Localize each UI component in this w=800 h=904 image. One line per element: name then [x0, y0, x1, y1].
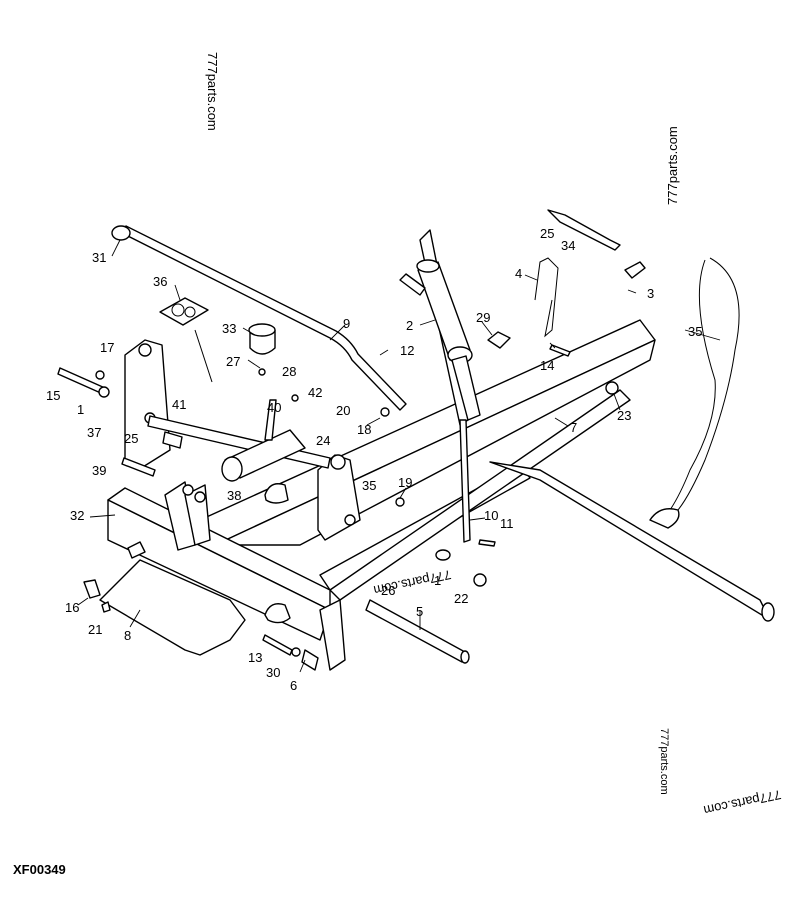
bushing-33	[248, 323, 276, 355]
callout-36: 38	[227, 488, 241, 503]
callout-24: 30	[266, 665, 280, 680]
watermark-center: 777parts.com	[372, 567, 452, 598]
callout-16: 17	[100, 340, 114, 355]
callout-33: 33	[222, 321, 236, 336]
callout-29: 29	[476, 310, 490, 325]
callout-2: 2	[406, 318, 413, 333]
callout-5: 5	[416, 604, 423, 619]
rear-rod	[365, 599, 470, 664]
callout-18: 19	[398, 475, 412, 490]
callout-12: 13	[248, 650, 262, 665]
watermark-top-right: 777parts.com	[665, 126, 680, 205]
callout-30: 31	[92, 250, 106, 265]
callout-10: 11	[500, 516, 514, 531]
callout-13: 14	[540, 358, 554, 373]
callout-labels: 31 36 33 9 12 2 29 4 25 34 3 35 14 23 7 …	[46, 226, 702, 693]
callout-3: 3	[647, 286, 654, 301]
callout-21: 22	[454, 591, 468, 606]
callout-34: 32	[70, 508, 84, 523]
watermark-bottom-center: 777parts.com	[658, 728, 670, 795]
callout-28: 28	[282, 364, 296, 379]
handle-tube	[534, 257, 559, 338]
callout-35-left: 37	[87, 425, 101, 440]
callout-6: 7	[570, 420, 577, 435]
callout-26: 25	[540, 226, 554, 241]
callout-15: 16	[65, 600, 79, 615]
callout-11: 12	[400, 343, 414, 358]
left-side-plate	[124, 339, 171, 471]
hitch-bar	[489, 461, 775, 622]
callout-27: 27	[226, 354, 240, 369]
callout-40: 36	[153, 274, 167, 289]
callout-9: 10	[484, 508, 498, 523]
vertical-strap	[459, 419, 471, 543]
callout-32: 35	[688, 324, 702, 339]
callout-22: 23	[617, 408, 631, 423]
watermark-top-left: 777parts.com	[205, 52, 220, 131]
callout-19: 20	[336, 403, 350, 418]
watermark-bottom-right: 777parts.com	[702, 787, 782, 818]
gasket-40	[159, 297, 213, 383]
top-rod	[111, 225, 407, 411]
figure-id: XF00349	[13, 862, 66, 877]
callout-37: 39	[92, 463, 106, 478]
callout-8: 9	[343, 316, 350, 331]
callout-38: 40	[267, 400, 281, 415]
callout-25-right: 26	[381, 583, 395, 598]
shield-7	[99, 559, 246, 656]
cross-shaft	[147, 399, 331, 482]
leader-lines	[77, 239, 721, 673]
callout-35-right: 35	[362, 478, 376, 493]
chain-32	[649, 257, 740, 529]
callout-39: 41	[172, 397, 186, 412]
callout-7: 8	[124, 628, 131, 643]
callout-14: 15	[46, 388, 60, 403]
callout-25-left: 25	[124, 431, 138, 446]
callout-4: 4	[515, 266, 522, 281]
upright-post	[399, 259, 481, 421]
callout-41: 42	[308, 385, 322, 400]
callout-23: 24	[316, 433, 330, 448]
callout-1-left: 1	[77, 402, 84, 417]
callout-31: 34	[561, 238, 575, 253]
hardware	[57, 209, 646, 671]
callout-20: 21	[88, 622, 102, 637]
callout-42: 6	[290, 678, 297, 693]
callout-17: 18	[357, 422, 371, 437]
callout-1-right: 1	[434, 573, 441, 588]
